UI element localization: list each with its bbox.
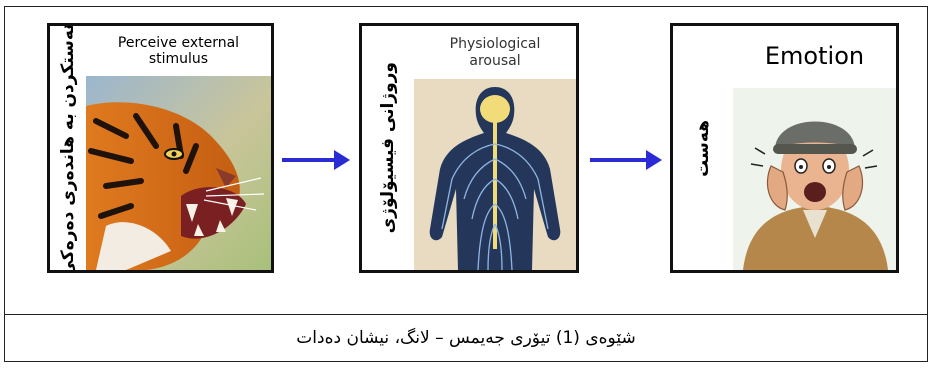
panel-title-line2: stimulus	[118, 51, 239, 67]
panel-title: Emotion	[733, 26, 896, 91]
panel-perceive-stimulus: هەستکردن بە هاندەری دەرەکی Perceive exte…	[47, 23, 274, 273]
side-label-text: هەستکردن بە هاندەری دەرەکی	[58, 23, 78, 273]
side-label-text: هەست	[693, 120, 713, 177]
side-label-arousal: وروژانی فیسیۆلۆژی	[362, 26, 417, 270]
panel-emotion: هەست Emotion	[670, 23, 899, 273]
panel-title: Physiological arousal	[414, 26, 576, 82]
panel-title-line1: Physiological	[450, 36, 541, 52]
nervous-system-icon	[414, 79, 576, 270]
panel-title-line2: arousal	[450, 53, 541, 69]
caption-divider	[4, 314, 928, 315]
side-label-emotion: هەست	[673, 26, 736, 270]
frightened-man-icon	[733, 88, 896, 270]
figure-caption: شێوەی (1) تیۆری جەیمس – لانگ، نیشان دەدا…	[4, 316, 928, 360]
arrow-right-icon	[282, 148, 350, 172]
panel-physiological-arousal: وروژانی فیسیۆلۆژی Physiological arousal	[359, 23, 579, 273]
side-label-text: وروژانی فیسیۆلۆژی	[378, 62, 398, 233]
arrow-right-icon	[590, 148, 662, 172]
tiger-icon	[86, 76, 271, 270]
panel-title-line1: Emotion	[765, 43, 864, 71]
panel-title-line1: Perceive external	[118, 35, 239, 51]
side-label-perceive: هەستکردن بە هاندەری دەرەکی	[50, 26, 89, 270]
panel-title: Perceive external stimulus	[86, 26, 271, 79]
